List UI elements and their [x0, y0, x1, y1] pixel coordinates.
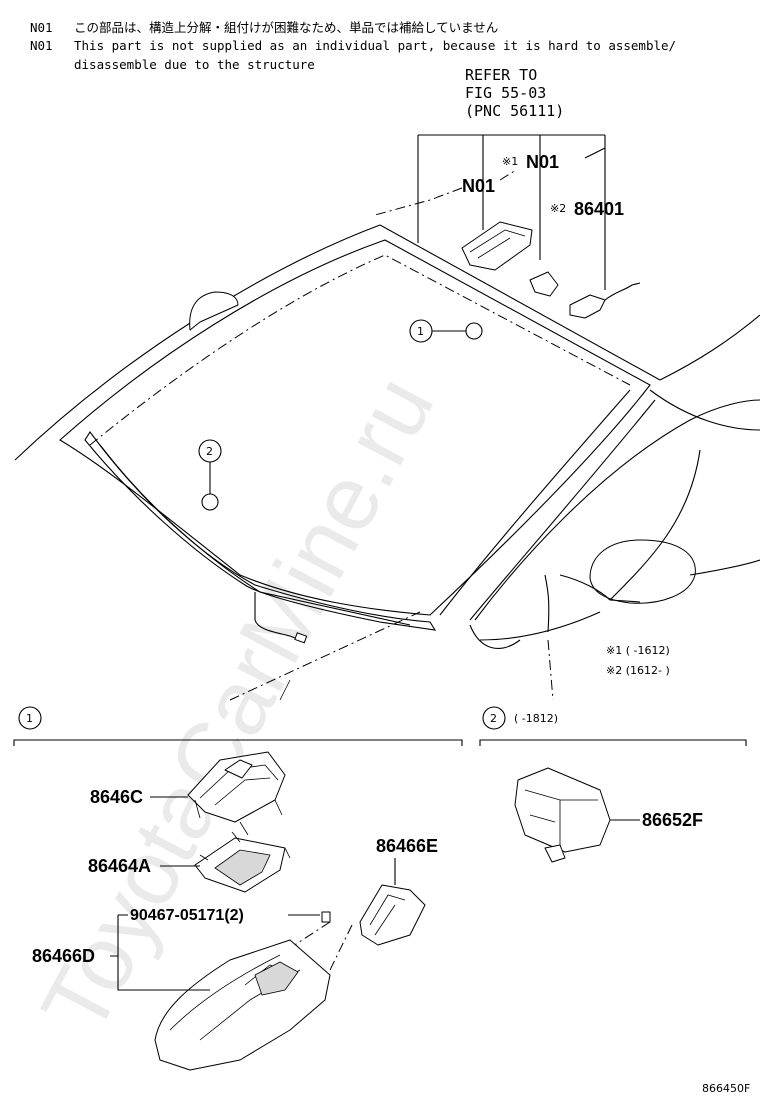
label-90467[interactable]: 90467-05171(2): [130, 907, 244, 924]
figure-id: 866450F: [702, 1082, 750, 1095]
n01-dash-leader: [374, 187, 463, 216]
windshield-illustration: [14, 224, 760, 701]
label-86466E[interactable]: 86466E: [376, 836, 438, 856]
mark1-dash: [499, 169, 517, 181]
part-86652F-drawing: [514, 767, 611, 863]
leader-86466D: [110, 914, 210, 991]
part-86464A-drawing: [194, 831, 291, 893]
notes-block: N01 この部品は、構造上分解・組付けが困難なため、単品では補給していません N…: [30, 20, 676, 72]
label-mark1: ※1: [502, 155, 518, 168]
refer-line-3: (PNC 56111): [465, 102, 564, 120]
section-2-header: 2 ( -1812): [479, 706, 747, 746]
callout-1-group[interactable]: 1: [409, 319, 483, 343]
label-n01-right: N01: [526, 152, 559, 172]
refer-line-2: FIG 55-03: [465, 84, 546, 102]
label-86652F[interactable]: 86652F: [642, 810, 703, 830]
note-code-en: N01: [30, 38, 53, 53]
footnote-1: ※1 ( -1612): [606, 644, 670, 657]
n01-leader: [584, 147, 606, 159]
part-86466D-drawing: [154, 939, 331, 1071]
note-text-en-1: This part is not supplied as an individu…: [74, 38, 676, 53]
part-8646C-drawing: [187, 751, 286, 836]
refer-block[interactable]: REFER TO FIG 55-03 (PNC 56111): [465, 66, 564, 120]
callout-2-target: [201, 493, 219, 511]
section-2-range: ( -1812): [514, 712, 558, 725]
section-1-number: 1: [26, 712, 33, 725]
label-n01-left: N01: [462, 176, 495, 196]
callout-1-number: 1: [417, 325, 424, 338]
label-mark2: ※2: [550, 202, 566, 215]
note-text-ja: この部品は、構造上分解・組付けが困難なため、単品では補給していません: [74, 20, 498, 35]
note-text-en-2: disassemble due to the structure: [74, 57, 315, 72]
callout-1-target: [465, 322, 483, 340]
section-1-header: 1: [13, 706, 463, 746]
top-sensor-parts: [461, 221, 641, 319]
refer-bracket: [417, 134, 606, 290]
part-86466E-drawing: [359, 884, 426, 946]
label-86466D[interactable]: 86466D: [32, 946, 95, 966]
section-2-number: 2: [490, 712, 497, 725]
note-code-ja: N01: [30, 20, 53, 35]
label-86401[interactable]: 86401: [574, 199, 624, 219]
callout-2-number: 2: [206, 445, 213, 458]
callout-2-group[interactable]: 2: [198, 439, 222, 511]
label-86464A[interactable]: 86464A: [88, 856, 151, 876]
label-8646C[interactable]: 8646C: [90, 787, 143, 807]
footnote-2: ※2 (1612- ): [606, 664, 670, 677]
refer-line-1: REFER TO: [465, 66, 537, 84]
part-90467-drawing: [289, 911, 353, 971]
